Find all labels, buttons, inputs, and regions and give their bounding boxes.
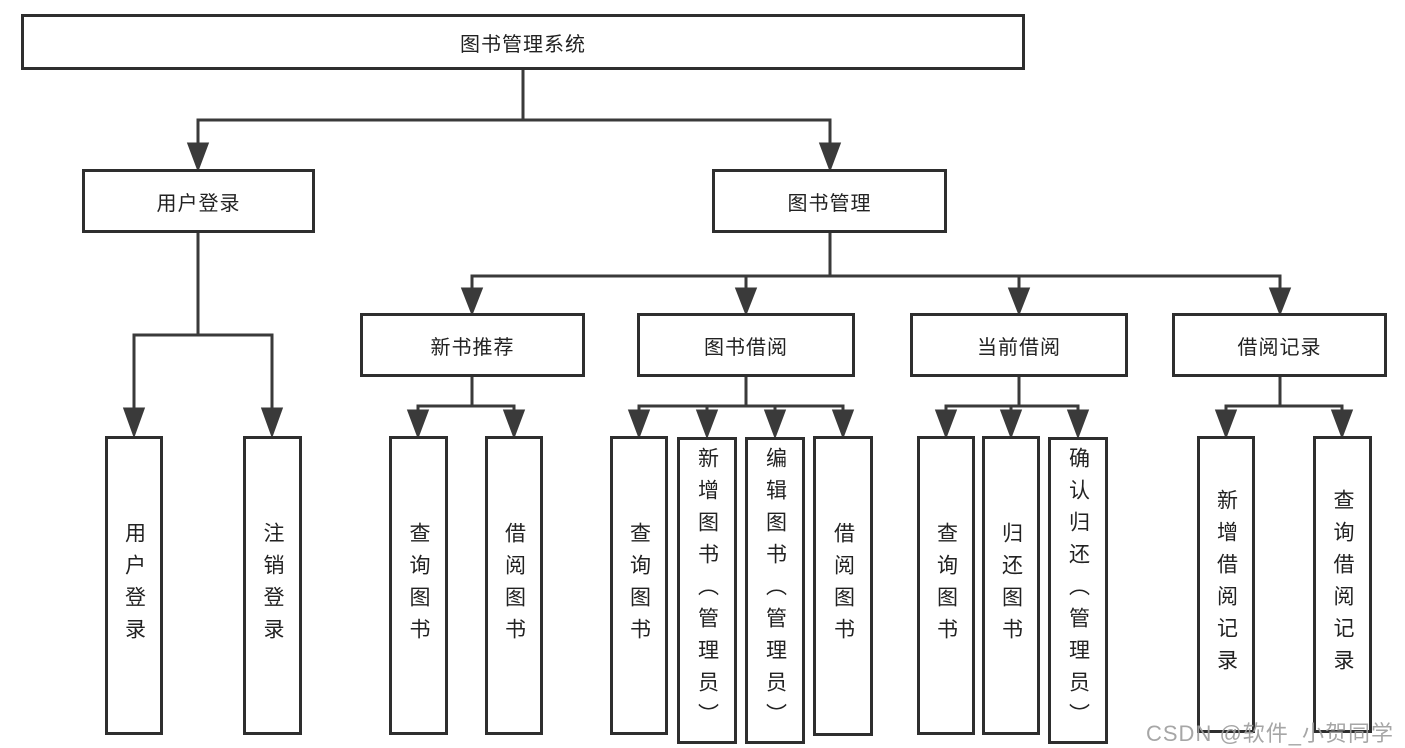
leaf-query-books-1: 查询图书	[389, 436, 448, 735]
node-book-management-label: 图书管理	[787, 192, 872, 215]
leaf-return-books-label: 归还图书	[999, 521, 1023, 650]
leaf-query-books-1-label: 查询图书	[407, 521, 430, 650]
leaf-logout: 注销登录	[243, 436, 302, 735]
leaf-user-login: 用户登录	[105, 436, 163, 735]
leaf-query-borrow-record-label: 查询借阅记录	[1331, 488, 1354, 681]
leaf-add-borrow-record-label: 新增借阅记录	[1214, 488, 1238, 681]
leaf-edit-books-admin: 编辑图书（管理员）	[745, 437, 805, 744]
node-current-borrowing: 当前借阅	[910, 313, 1128, 377]
node-current-borrowing-label: 当前借阅	[977, 336, 1061, 359]
node-book-management: 图书管理	[712, 169, 947, 233]
leaf-borrow-books-2: 借阅图书	[813, 436, 873, 736]
leaf-add-books-admin: 新增图书（管理员）	[677, 437, 737, 744]
leaf-query-books-3: 查询图书	[917, 436, 975, 735]
leaf-confirm-return-admin-label: 确认归还（管理员）	[1066, 446, 1090, 735]
node-borrowing-records-label: 借阅记录	[1237, 336, 1322, 359]
leaf-return-books: 归还图书	[982, 436, 1040, 735]
node-user-login-label: 用户登录	[156, 192, 241, 215]
leaf-query-borrow-record: 查询借阅记录	[1313, 436, 1372, 733]
csdn-watermark: CSDN @软件_小贺同学	[1146, 721, 1395, 746]
leaf-query-books-2: 查询图书	[610, 436, 668, 735]
node-new-book-recommendation-label: 新书推荐	[430, 336, 515, 359]
leaf-edit-books-admin-label: 编辑图书（管理员）	[763, 446, 787, 735]
leaf-borrow-books-2-label: 借阅图书	[831, 522, 855, 650]
leaf-borrow-books-1-label: 借阅图书	[502, 521, 526, 650]
leaf-user-login-label: 用户登录	[122, 521, 146, 650]
node-book-borrowing-label: 图书借阅	[704, 336, 788, 359]
leaf-logout-label: 注销登录	[261, 521, 284, 650]
leaf-query-books-2-label: 查询图书	[627, 521, 651, 650]
node-book-borrowing: 图书借阅	[637, 313, 855, 377]
node-borrowing-records: 借阅记录	[1172, 313, 1387, 377]
leaf-add-books-admin-label: 新增图书（管理员）	[695, 446, 719, 735]
node-root: 图书管理系统	[21, 14, 1025, 70]
leaf-query-books-3-label: 查询图书	[934, 521, 958, 650]
node-user-login: 用户登录	[82, 169, 315, 233]
leaf-add-borrow-record: 新增借阅记录	[1197, 436, 1255, 733]
node-root-label: 图书管理系统	[460, 33, 586, 56]
node-new-book-recommendation: 新书推荐	[360, 313, 585, 377]
leaf-borrow-books-1: 借阅图书	[485, 436, 543, 735]
leaf-confirm-return-admin: 确认归还（管理员）	[1048, 437, 1108, 744]
